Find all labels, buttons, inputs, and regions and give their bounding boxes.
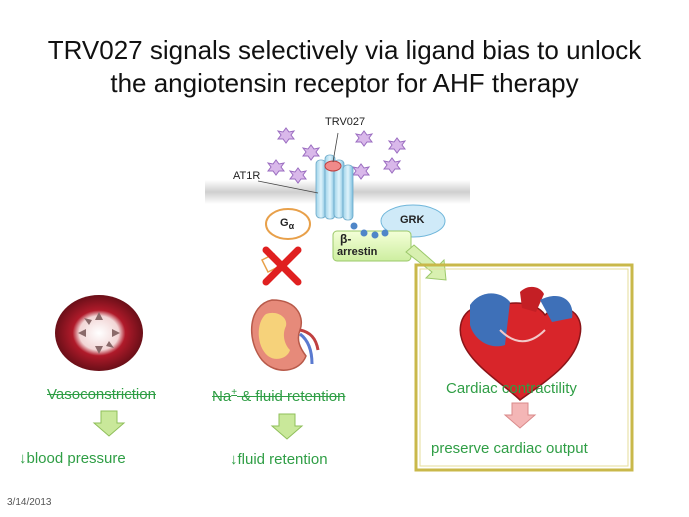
- fluid-retention-label: ↓fluid retention: [230, 451, 328, 468]
- at1r-pointer: [257, 180, 319, 194]
- arrow-to-heart: [405, 244, 447, 281]
- slide-date: 3/14/2013: [7, 497, 52, 508]
- blood-vessel-image: [55, 295, 143, 371]
- ligand-molecules: [266, 127, 407, 184]
- beta-arrestin-box: [332, 230, 412, 262]
- beta-symbol: β-: [340, 232, 352, 246]
- receptor-tail: [350, 222, 389, 239]
- at1r-receptor: [315, 154, 354, 221]
- down-arrow-cardiac: [503, 402, 537, 429]
- trv027-pointer: [332, 132, 339, 163]
- ligand-star: [301, 144, 321, 161]
- arrestin-label: arrestin: [337, 246, 378, 258]
- vasoconstriction-label: Vasoconstriction: [47, 386, 156, 403]
- ligand-star: [387, 137, 407, 154]
- at1r-label: AT1R: [233, 170, 261, 182]
- ligand-star: [382, 157, 402, 174]
- cardiac-output-label: preserve cardiac output: [431, 440, 588, 457]
- ligand-star: [288, 167, 308, 184]
- g-alpha-protein: [265, 208, 311, 240]
- down-arrow-vasoconstriction: [92, 410, 126, 437]
- ligand-star: [351, 163, 371, 180]
- title-line-2: the angiotensin receptor for AHF therapy: [110, 68, 579, 98]
- g-alpha-label: Gα: [280, 217, 295, 232]
- down-arrow-fluid: [270, 413, 304, 440]
- grk-protein: [380, 204, 446, 238]
- heart-image: [459, 286, 582, 401]
- blood-pressure-label: ↓blood pressure: [19, 450, 126, 467]
- grk-label: GRK: [400, 214, 425, 226]
- trv027-label: TRV027: [325, 116, 366, 128]
- ligand-star: [354, 130, 374, 147]
- block-x-icon: [262, 246, 302, 286]
- ligand-star: [276, 127, 296, 144]
- ligand-star: [266, 159, 286, 176]
- slide-title: TRV027 signals selectively via ligand bi…: [0, 34, 689, 100]
- bound-ligand: [324, 160, 342, 172]
- cardiac-contractility-label: Cardiac contractility: [446, 380, 577, 397]
- cardiac-box: [414, 263, 634, 472]
- title-line-1: TRV027 signals selectively via ligand bi…: [47, 35, 642, 65]
- na-fluid-retention-label: Na+ & fluid retention: [212, 387, 346, 405]
- kidney-image: [250, 299, 320, 371]
